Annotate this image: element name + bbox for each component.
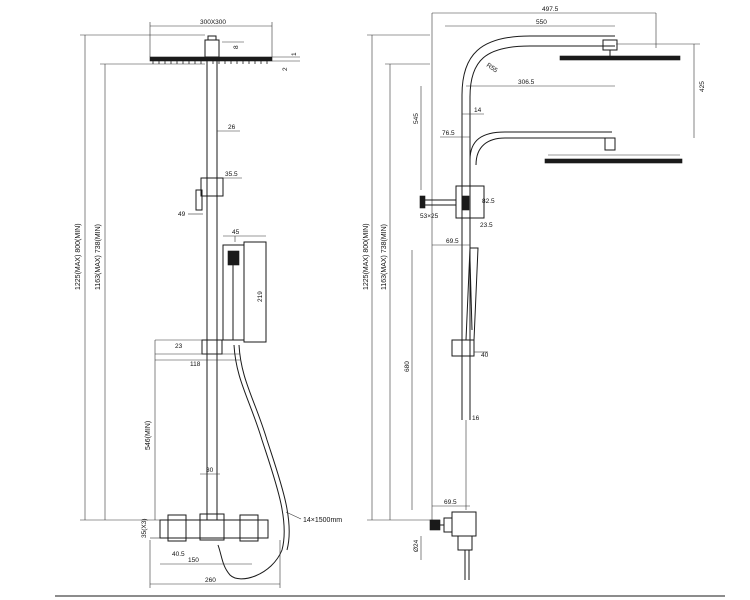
left-lower-pipe-diameter-label: 30 — [206, 467, 214, 474]
right-view: 497.5 550 306.5 R55 425 14 7 — [363, 6, 706, 580]
right-head-projection-label: 306.5 — [518, 79, 535, 86]
left-handset-width-label: 45 — [232, 229, 240, 236]
right-diverter-height-label: 82.5 — [482, 198, 495, 205]
right-arm-spacing-label: 76.5 — [442, 130, 455, 137]
left-slider-thickness-label: 23 — [175, 343, 183, 350]
right-arm-projection-total-label: 497.5 — [542, 6, 559, 13]
right-diverter-offset-label: 53×25 — [420, 213, 439, 220]
left-head-thickness-label: 8 — [233, 45, 240, 49]
left-head-width-dim: 300X300 — [149, 19, 273, 57]
left-mixer-valve — [150, 513, 269, 542]
right-slider-clamp — [451, 339, 488, 357]
left-riser-pipe — [206, 61, 218, 520]
right-diverter — [419, 185, 485, 219]
right-slider-height-label: 40 — [481, 352, 489, 359]
right-hand-shower — [465, 247, 479, 341]
left-wall-bracket — [195, 177, 224, 211]
right-pipe-height-label: 1163(MAX) 738(MIN) — [381, 224, 388, 290]
left-hand-shower — [222, 236, 267, 343]
left-ceiling-gap-a-label: 1 — [291, 52, 298, 56]
right-arm-projection-label: 550 — [536, 19, 547, 26]
left-slider-clamp — [155, 339, 240, 355]
left-ceiling-gap-b-label: 2 — [282, 67, 289, 71]
left-valve-height-label: 35(X3) — [141, 518, 148, 538]
left-centre-distance-label: 40.5 — [172, 551, 185, 558]
right-overhead-arm: 425 — [461, 35, 706, 420]
right-diverter-depth-label: 23.5 — [480, 222, 493, 229]
left-outlet-width-label: 150 — [188, 557, 199, 564]
right-upper-offset-label: 545 — [413, 113, 420, 124]
left-head-width-label: 300X300 — [200, 19, 226, 26]
right-valve-projection-label: 69.5 — [444, 499, 457, 506]
right-arm-radius-label: R55 — [485, 62, 499, 75]
left-pipe-diameter-label: 26 — [228, 124, 236, 131]
left-slider-width-label: 118 — [190, 361, 201, 368]
left-pipe-height-label: 1163(MAX) 738(MIN) — [95, 224, 102, 290]
right-rail-diameter-label: 16 — [472, 415, 480, 422]
left-bracket-height-label: 35.5 — [225, 171, 238, 178]
left-overall-height-dim: 1225(MAX) 800(MIN) 1163(MAX) 738(MIN) — [75, 34, 205, 521]
left-hose — [217, 344, 285, 580]
right-projection-dims: 497.5 550 306.5 R55 — [431, 6, 657, 520]
right-overall-height-dim: 1225(MAX) 800(MIN) 1163(MAX) 738(MIN) 68… — [363, 34, 440, 521]
right-lower-arm — [469, 131, 683, 166]
left-overall-height-label: 1225(MAX) 800(MIN) — [75, 223, 82, 290]
left-hose-label: 14×1500mm — [303, 517, 342, 524]
left-valve-width-label: 260 — [205, 577, 216, 584]
left-shower-head — [149, 35, 273, 64]
left-bracket-offset-label: 49 — [178, 211, 186, 218]
right-arm-gap-label: 14 — [474, 107, 482, 114]
right-mixer-valve: 69.5 Ø24 — [413, 499, 477, 580]
left-inlet-height-label: 546(MIN) — [145, 421, 152, 450]
right-diverter-projection-label: 69.5 — [446, 238, 459, 245]
right-overall-height-label: 1225(MAX) 800(MIN) — [363, 223, 370, 290]
left-handset-length-label: 219 — [257, 291, 264, 302]
right-rail-length-label: 680 — [404, 361, 411, 372]
right-arm-drop-label: 425 — [699, 81, 706, 92]
left-view: 300X300 8 1 2 26 35.5 49 — [75, 19, 342, 588]
right-valve-height-label: Ø24 — [413, 539, 420, 552]
